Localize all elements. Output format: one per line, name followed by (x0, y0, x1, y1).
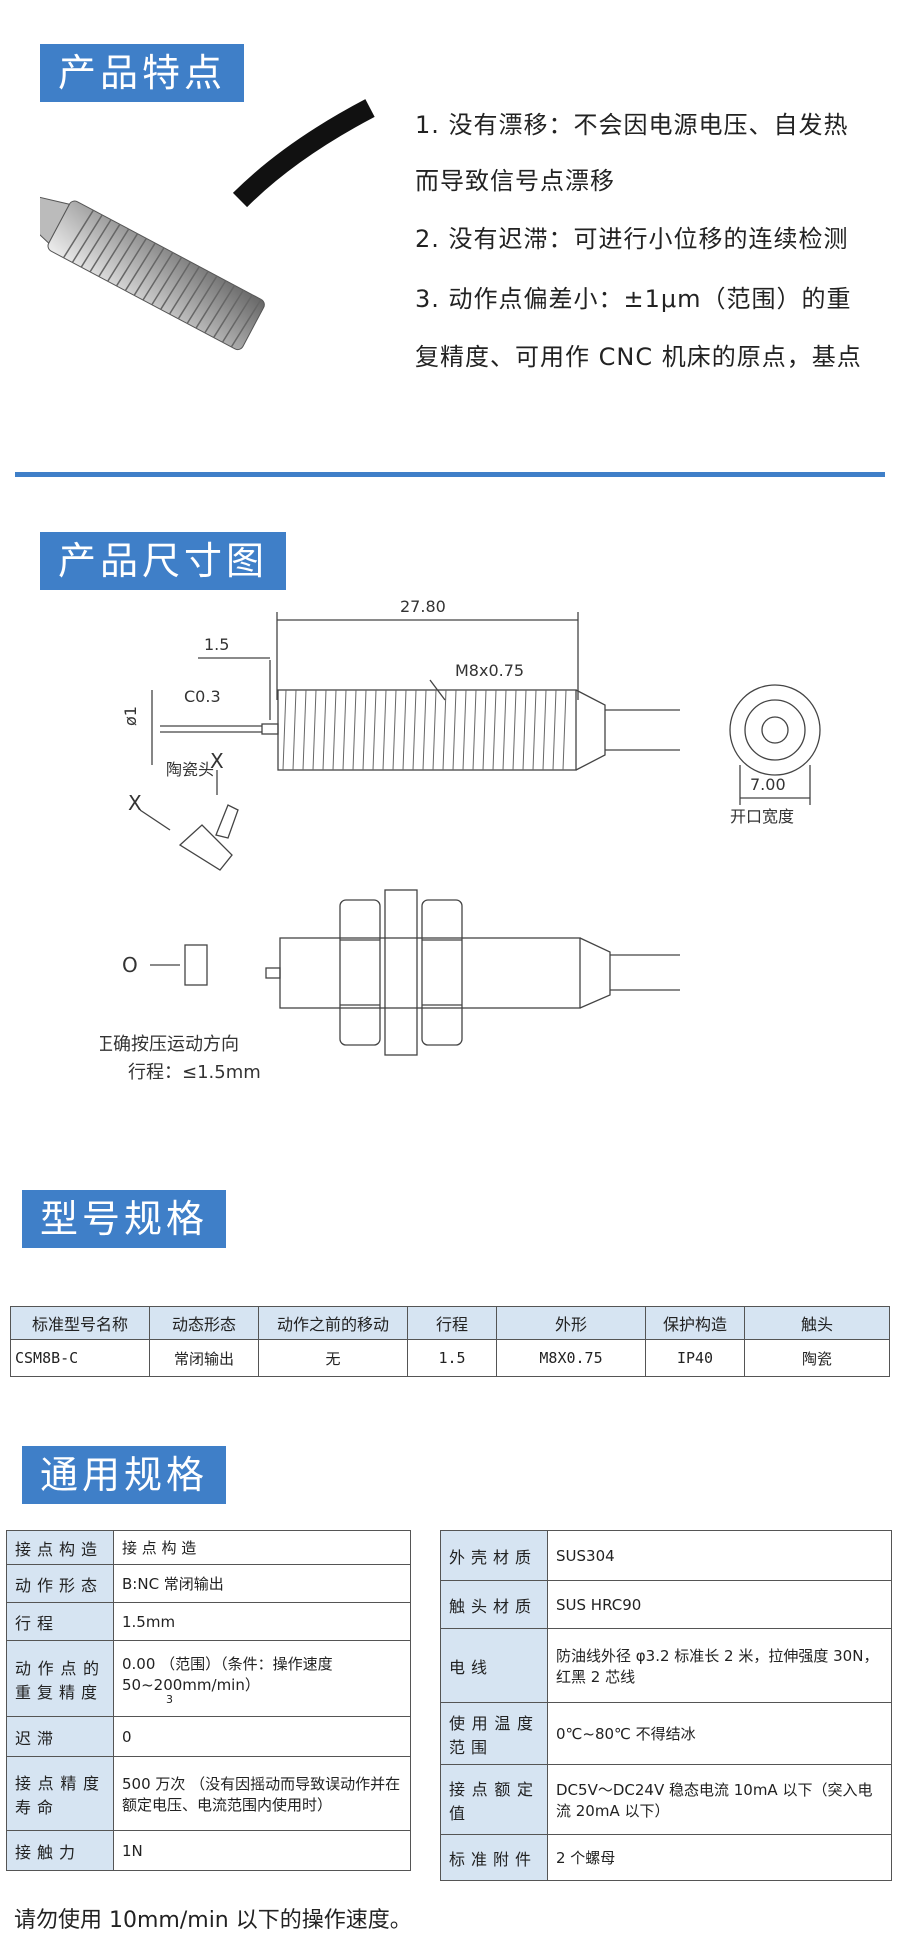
spec-key: 动作点的重复精度 (6, 1640, 114, 1717)
spec-value: SUS304 (547, 1530, 892, 1581)
spec-row: 接点构造接 点 构 造 (6, 1530, 411, 1565)
x-top-label: X (210, 749, 224, 773)
cell-model: CSM8B-C (10, 1339, 150, 1377)
width-label: 开口宽度 (730, 807, 794, 826)
spec-value: SUS HRC90 (547, 1580, 892, 1629)
table-row: CSM8B-C 常闭输出 无 1.5 M8X0.75 IP40 陶瓷 (10, 1339, 890, 1377)
chamfer-label: C0.3 (184, 687, 221, 706)
dimension-drawing: 27.80 1.5 M8x0.75 C0.3 ø1 陶瓷头 7.00 开口宽度 … (100, 597, 821, 1083)
spec-value: B:NC 常闭输出 (113, 1564, 411, 1603)
cell-contact: 陶瓷 (744, 1339, 890, 1377)
col-pre-travel: 动作之前的移动 (258, 1306, 408, 1340)
spec-key: 接触力 (6, 1830, 114, 1871)
section-title-model: 型号规格 (22, 1190, 227, 1248)
spec-key: 接点精度寿命 (6, 1756, 114, 1831)
spec-key: 接点构造 (6, 1530, 114, 1565)
feature-line-5: 复精度、可用作 CNC 机床的原点，基点 (415, 343, 862, 371)
spec-key: 接点额定值 (440, 1764, 548, 1835)
col-contact: 触头 (744, 1306, 890, 1340)
section-title-general: 通用规格 (22, 1446, 227, 1504)
cell-pre-travel: 无 (258, 1339, 408, 1377)
cell-form: 常闭输出 (149, 1339, 259, 1377)
spec-value: 0.00 （范围）（条件：操作速度 50~200mm/min）3 (113, 1640, 411, 1717)
divider (15, 472, 885, 477)
spec-value-sub: 3 (166, 1692, 173, 1706)
ceramic-label: 陶瓷头 (166, 760, 214, 779)
spec-value: 接 点 构 造 (113, 1530, 411, 1565)
section-title-features: 产品特点 (40, 44, 245, 102)
x-left-label: X (128, 791, 142, 815)
phi-label: ø1 (121, 706, 140, 726)
section-title-dimensions: 产品尺寸图 (40, 532, 287, 590)
spec-value: 1N (113, 1830, 411, 1871)
spec-value-text: 0.00 （范围）（条件：操作速度 50~200mm/min） (122, 1654, 333, 1694)
spec-value: 防油线外径 φ3.2 标准长 2 米，拉伸强度 30N，红黑 2 芯线 (547, 1628, 892, 1703)
col-model: 标准型号名称 (10, 1306, 150, 1340)
usage-note: 请勿使用 10mm/min 以下的操作速度。 (14, 1908, 412, 1933)
spec-row: 电线防油线外径 φ3.2 标准长 2 米，拉伸强度 30N，红黑 2 芯线 (440, 1628, 892, 1703)
col-stroke: 行程 (407, 1306, 497, 1340)
col-form: 动态形态 (149, 1306, 259, 1340)
spec-value: 500 万次 （没有因摇动而导致误动作并在额定电压、电流范围内使用时） (113, 1756, 411, 1831)
spec-value: 2 个螺母 (547, 1834, 892, 1881)
dim-total-label: 27.80 (400, 597, 446, 616)
cell-protection: IP40 (645, 1339, 745, 1377)
spec-value: 1.5mm (113, 1602, 411, 1641)
spec-key: 行程 (6, 1602, 114, 1641)
spec-key: 外壳材质 (440, 1530, 548, 1581)
dim-tip-label: 1.5 (204, 635, 229, 654)
spec-value: 0℃~80℃ 不得结冰 (547, 1702, 892, 1765)
thread-label: M8x0.75 (455, 661, 524, 680)
stroke-label: 行程：≤1.5mm (128, 1062, 261, 1083)
spec-key: 标准附件 (440, 1834, 548, 1881)
col-protection: 保护构造 (645, 1306, 745, 1340)
spec-key: 触头材质 (440, 1580, 548, 1629)
feature-line-2: 而导致信号点漂移 (415, 167, 615, 195)
spec-key: 迟滞 (6, 1716, 114, 1757)
cable (232, 99, 375, 208)
direction-label: 正确按压运动方向 (100, 1034, 239, 1055)
model-table-header: 标准型号名称 动态形态 动作之前的移动 行程 外形 保护构造 触头 (10, 1306, 890, 1340)
feature-line-1: 1. 没有漂移：不会因电源电压、自发热 (415, 111, 849, 139)
o-label: O (122, 953, 138, 977)
spec-value: 0 (113, 1716, 411, 1757)
model-table: 标准型号名称 动态形态 动作之前的移动 行程 外形 保护构造 触头 CSM8B-… (10, 1306, 890, 1377)
spec-key: 动作形态 (6, 1564, 114, 1603)
cell-shape: M8X0.75 (496, 1339, 646, 1377)
cell-stroke: 1.5 (407, 1339, 497, 1377)
width-value-label: 7.00 (750, 775, 786, 794)
product-photo (40, 99, 375, 351)
feature-line-3: 2. 没有迟滞：可进行小位移的连续检测 (415, 225, 849, 253)
spec-key: 使用温度范围 (440, 1702, 548, 1765)
feature-line-4: 3. 动作点偏差小：±1μm（范围）的重 (415, 285, 852, 313)
spec-key: 电线 (440, 1628, 548, 1703)
col-shape: 外形 (496, 1306, 646, 1340)
spec-value: DC5V～DC24V 稳态电流 10mA 以下（突入电流 20mA 以下） (547, 1764, 892, 1835)
